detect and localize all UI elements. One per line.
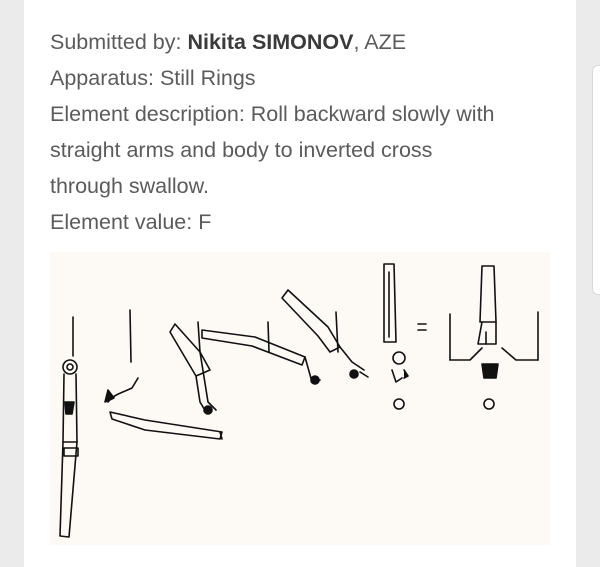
gymnast-sequence-sketch-icon <box>59 263 539 538</box>
apparatus-line: Apparatus: Still Rings <box>50 66 256 90</box>
equals-sign-icon <box>417 323 427 331</box>
submitter-country: , AZE <box>353 30 407 54</box>
figure-6-icon <box>383 263 409 410</box>
figure-2-icon <box>104 309 223 440</box>
figure-5-icon <box>281 289 369 379</box>
description-line-3: through swallow. <box>50 174 209 198</box>
description-line-1: Element description: Roll backward slowl… <box>50 102 495 126</box>
figure-4-icon <box>201 321 321 385</box>
scrollbar-handle[interactable] <box>592 65 600 295</box>
element-value-line: Element value: F <box>50 210 212 234</box>
figure-1-icon <box>59 316 79 538</box>
figure-7-icon <box>449 265 539 410</box>
element-info: Submitted by: Nikita SIMONOV, AZE Appara… <box>50 24 550 240</box>
submitter-name: Nikita SIMONOV <box>187 30 354 54</box>
figure-3-icon <box>169 321 217 415</box>
submitted-label: Submitted by: <box>50 30 188 54</box>
element-sketch-image <box>50 252 550 545</box>
description-line-2: straight arms and body to inverted cross <box>50 138 433 162</box>
submitted-by-line: Submitted by: Nikita SIMONOV, AZE <box>50 24 550 60</box>
